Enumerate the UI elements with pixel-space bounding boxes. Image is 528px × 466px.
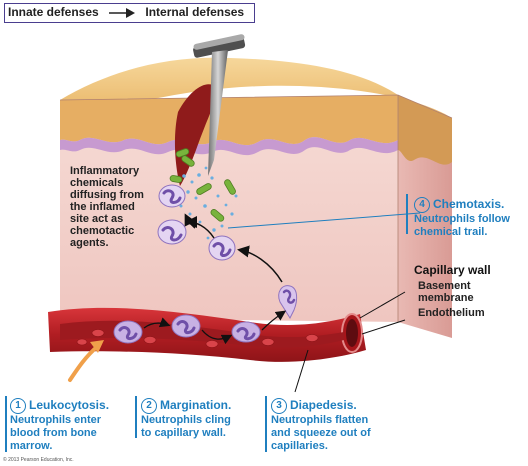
header-internal: Internal defenses [145,5,245,19]
step3-title: Diapedesis. [290,398,357,412]
neutrophil-tissue-upper [158,184,186,208]
step1-desc-line1: Neutrophils enter [10,414,102,426]
step3-number: 3 [271,398,287,414]
basement-line-1: Basement [418,280,471,292]
step3-desc-line1: Neutrophils flatten [271,414,369,426]
basement-membrane-label: Basement membrane [418,280,474,304]
inflammatory-line-4: the inflamed [70,201,135,213]
neutrophil-emerging [278,285,298,320]
arrow-vessel-2 [201,329,233,345]
neutrophil-vessel-3 [231,321,261,343]
inflammatory-line-6: chemotactic [70,225,135,237]
dermis-front [60,95,398,322]
inflammatory-line-1: Inflammatory [70,165,140,177]
step2-title: Margination. [160,398,232,412]
epidermis-side [398,95,452,165]
step4-desc-line2: chemical trail. [414,226,488,238]
leader-basement [359,291,406,319]
step2-desc-line2: to capillary wall. [141,427,226,439]
inflammatory-line-2: chemicals [70,177,124,189]
leader-chemotaxis [227,212,421,229]
step4-title: Chemotaxis. [433,197,505,211]
step2-desc-line1: Neutrophils cling [141,414,231,426]
neutrophil-vessel-2 [171,314,201,338]
copyright: © 2013 Pearson Education, Inc. [3,457,74,463]
inflammatory-label: Inflammatory chemicals diffusing from th… [70,165,144,249]
step1-title: Leukocytosis. [29,398,110,412]
step3-bar [265,396,267,452]
header-innate: Innate defenses [8,5,99,19]
skin-block [59,57,453,338]
step1-desc-line2: blood from bone [10,427,97,439]
header: Innate defenses Internal defenses [8,5,244,19]
inflammatory-line-5: site act as [70,213,124,225]
inflammatory-line-7: agents. [70,237,109,249]
step4-number: 4 [414,197,430,213]
step1-number: 1 [10,398,26,414]
inflammatory-line-3: diffusing from [70,189,144,201]
neutrophil-tissue-middle [157,219,187,245]
nail [193,34,246,176]
epidermis-top [60,57,452,118]
step1-bar [5,396,7,452]
arrow-right-icon [109,7,136,18]
arrow-tissue-up [185,216,215,239]
leader-endothelium [361,319,406,335]
arrow-vessel-1 [143,317,171,329]
leader-diapedesis [294,349,309,393]
step2-number: 2 [141,398,157,414]
step3-desc-line2: and squeeze out of [271,427,371,439]
step1-desc-line3: marrow. [10,440,53,452]
chemical-dots [168,166,238,240]
step4-bar [406,194,408,234]
epidermis-front [60,95,398,146]
bacteria [169,148,236,222]
epidermis-purple-layer [60,137,398,156]
endothelium-label: Endothelium [418,307,485,319]
capillary-wall-label: Capillary wall [414,263,491,277]
header-box [4,3,255,23]
neutrophil-vessel-1 [113,320,143,344]
step3-desc-line3: capillaries. [271,440,328,452]
step4-desc-line1: Neutrophils follow [414,213,510,225]
arrow-vessel-3 [261,310,287,331]
step2-bar [135,396,137,438]
basement-line-2: membrane [418,292,474,304]
neutrophil-tissue-lower [208,235,236,261]
arrow-from-vessel [237,245,283,283]
